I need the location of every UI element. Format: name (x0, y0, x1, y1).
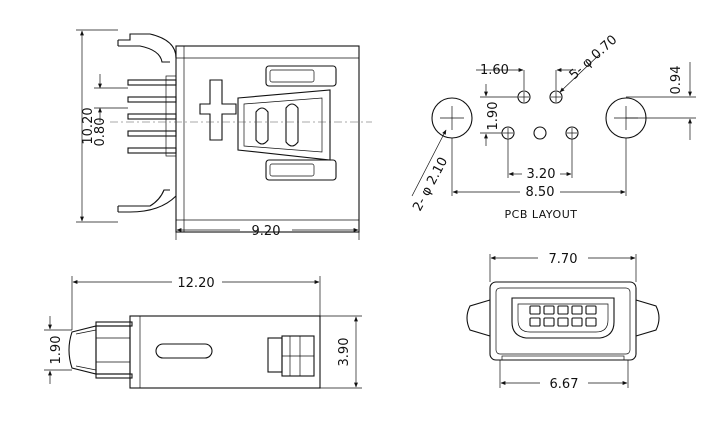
pcb-layout-caption: PCB LAYOUT (505, 208, 578, 221)
dim-plug-height: 1.90 (49, 336, 64, 365)
top-view-pins (127, 75, 177, 157)
dim-small-holes: 5- φ 0.70 (567, 33, 621, 83)
left-flange (466, 299, 491, 337)
dim-front-outer-width: 7.70 (549, 252, 578, 267)
dim-outer-spacing: 8.50 (526, 185, 555, 200)
dim-front-inner-width: 6.67 (550, 377, 579, 392)
dim-row-offset: 1.90 (486, 102, 501, 131)
dim-body-height: 3.90 (337, 338, 352, 367)
lower-solder-tab (118, 189, 177, 213)
top-view: 10.20 0.80 9.20 (76, 29, 372, 240)
front-view: 7.70 6.67 (466, 252, 660, 392)
small-holes (501, 90, 579, 140)
dim-pad-spacing: 1.60 (480, 63, 509, 78)
latch-feature (199, 79, 237, 141)
side-view-body (129, 315, 321, 389)
front-contacts (529, 305, 597, 327)
dim-inner-spacing: 3.20 (527, 167, 556, 182)
dim-pin-pitch: 0.80 (93, 118, 108, 147)
upper-solder-tab (118, 33, 177, 63)
side-slot (155, 343, 213, 359)
dim-height-total: 10.20 (81, 107, 96, 144)
dim-large-holes: 2- φ 2.10 (410, 155, 451, 214)
pcb-layout: 1.60 5- φ 0.70 1.90 0.94 2- φ 2.10 3.20 … (410, 33, 696, 221)
right-flange (635, 299, 660, 337)
dim-side-length: 12.20 (177, 276, 214, 291)
port-opening (511, 297, 615, 339)
plug-tip (68, 325, 97, 375)
dim-length: 9.20 (252, 224, 281, 239)
side-view: 12.20 1.90 3.90 (44, 276, 362, 389)
dim-vertical-offset: 0.94 (669, 66, 684, 95)
